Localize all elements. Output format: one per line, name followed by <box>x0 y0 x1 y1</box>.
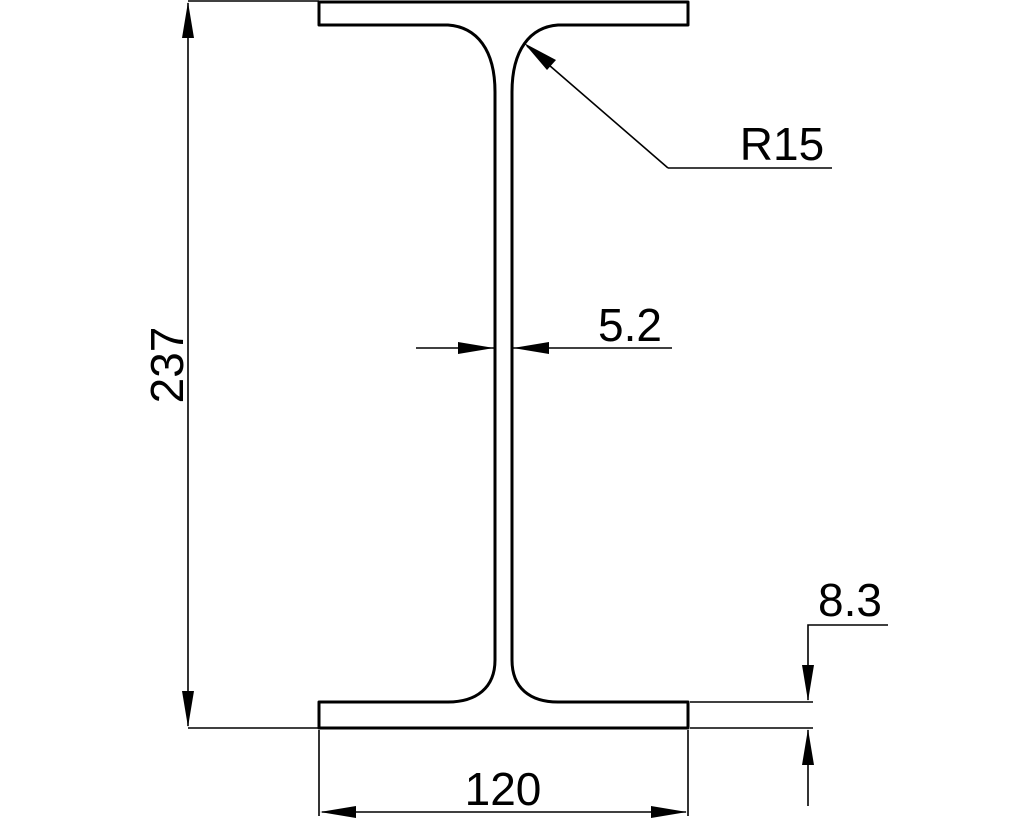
arrow-down-icon <box>802 665 814 701</box>
arrow-up-icon <box>182 2 194 38</box>
arrow-down-icon <box>182 691 194 727</box>
fillet-radius-label: R15 <box>740 118 824 170</box>
arrow-right-icon <box>458 342 494 354</box>
height-label: 237 <box>141 327 193 404</box>
fillet-radius-callout: R15 <box>524 43 832 170</box>
leader-top <box>807 624 888 700</box>
leader-line <box>526 45 669 169</box>
flange-thickness-dimension: 8.3 <box>690 574 888 806</box>
arrow-right-icon <box>651 806 687 818</box>
flange-width-label: 120 <box>465 763 542 815</box>
arrow-left-icon <box>320 806 356 818</box>
web-thickness-label: 5.2 <box>598 299 662 351</box>
flange-thickness-label: 8.3 <box>818 574 882 626</box>
web-thickness-dimension: 5.2 <box>416 299 672 354</box>
arrow-left-icon <box>513 342 549 354</box>
leader-arrow-icon <box>524 43 556 70</box>
height-dimension: 237 <box>141 0 319 729</box>
arrow-up-icon <box>802 729 814 765</box>
i-beam-profile <box>317 0 690 730</box>
flange-width-dimension: 120 <box>318 730 689 818</box>
